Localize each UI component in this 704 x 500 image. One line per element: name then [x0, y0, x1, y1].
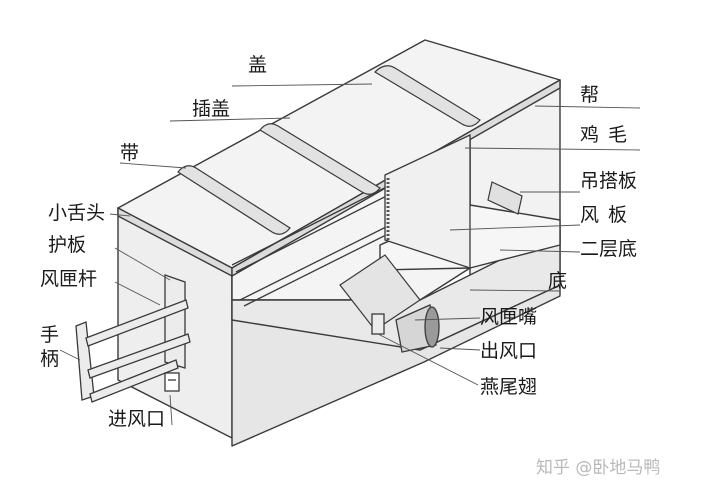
leader-chagai	[169, 117, 291, 122]
label-air-inlet: 进风口	[108, 408, 166, 430]
outlet-opening	[424, 306, 440, 348]
leader-chufengkou	[439, 347, 481, 351]
swallowtail-wing	[371, 313, 385, 335]
piston-plate	[384, 133, 471, 269]
leader-di	[469, 289, 561, 292]
label-handle-1: 手	[40, 324, 60, 346]
leader-fengxiangzui	[414, 317, 481, 321]
rod-1	[85, 299, 189, 347]
leader-gai	[231, 83, 373, 87]
label-nozzle: 风匣嘴	[480, 306, 538, 328]
label-outlet: 出风口	[480, 340, 538, 362]
leader-yanweichi	[377, 333, 479, 386]
leader-shou	[59, 349, 81, 361]
strap-front	[177, 165, 291, 235]
label-side: 帮	[580, 84, 600, 106]
label-insert-lid: 插盖	[192, 98, 231, 120]
guard-plate	[164, 274, 186, 369]
label-bottom: 底	[548, 270, 568, 292]
leader-fengxianggan	[114, 281, 161, 306]
label-hanging-flap: 吊搭板	[580, 170, 638, 192]
strap-back	[374, 65, 481, 127]
leader-fengban	[449, 224, 581, 231]
label-handle-2: 柄	[40, 348, 60, 370]
label-piston-plate: 风板	[580, 204, 637, 226]
handle-post	[75, 321, 95, 401]
leader-dai	[119, 162, 187, 169]
leader-huban	[114, 247, 171, 281]
leader-bang	[534, 105, 641, 109]
label-swallowtail: 燕尾翅	[480, 376, 538, 398]
label-bellows-rod: 风匣杆	[40, 268, 98, 290]
leader-jinfengkou	[169, 394, 173, 426]
air-inlet	[164, 372, 180, 392]
watermark: 知乎 @卧地马鸭	[536, 458, 661, 478]
label-small-tongue: 小舌头	[48, 202, 106, 224]
rod-3	[89, 359, 179, 403]
hanging-flap	[487, 181, 523, 215]
funnel	[339, 254, 421, 331]
label-strap: 带	[120, 142, 140, 164]
leader-erengdi	[499, 249, 581, 253]
label-lid: 盖	[248, 54, 268, 76]
label-guard-plate: 护板	[48, 234, 87, 256]
label-second-floor: 二层底	[580, 238, 638, 260]
leader-jimao	[464, 147, 641, 151]
leader-xiaoshetou	[109, 213, 131, 217]
label-chicken-feather: 鸡毛	[580, 124, 637, 146]
rod-2	[87, 333, 191, 379]
strap-middle	[259, 123, 381, 195]
